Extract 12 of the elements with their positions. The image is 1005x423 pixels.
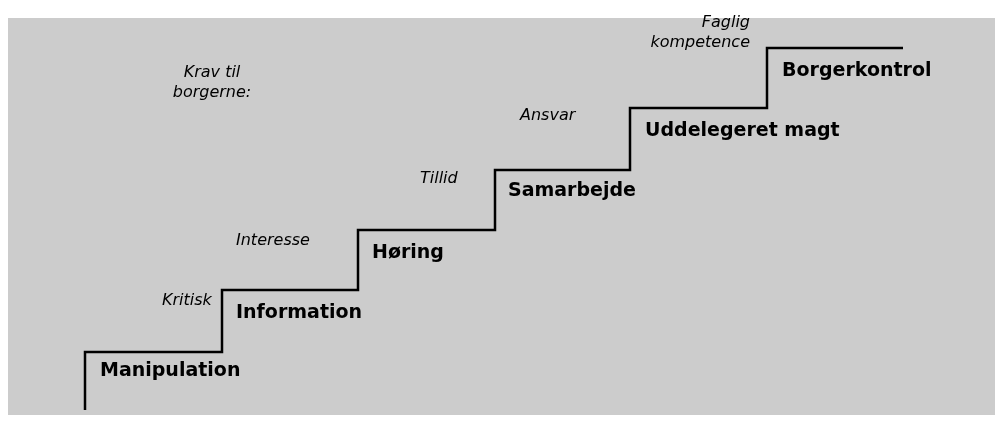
step-label: Manipulation: [100, 358, 241, 380]
requirement-text: Faglig kompetence: [649, 12, 750, 52]
requirement-text: Krav til borgerne:: [171, 62, 253, 102]
step-label: Uddelegeret magt: [645, 118, 840, 140]
step-label: Information: [236, 300, 363, 322]
step-label: Borgerkontrol: [782, 58, 932, 80]
requirement-text: Ansvar: [520, 105, 576, 125]
requirement-text: Interesse: [236, 230, 310, 250]
step-label: Høring: [372, 240, 444, 262]
requirement-text: Kritisk: [162, 290, 212, 310]
requirement-text: Tillid: [420, 168, 458, 188]
step-label: Samarbejde: [508, 178, 636, 200]
